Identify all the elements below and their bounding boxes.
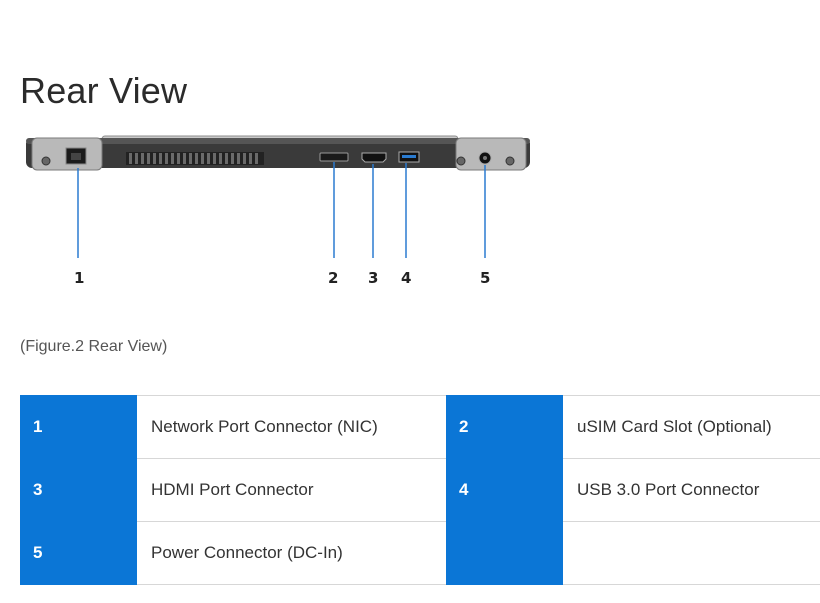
callout-2: 2 — [328, 269, 338, 287]
port-description: uSIM Card Slot (Optional) — [563, 395, 820, 459]
port-description: HDMI Port Connector — [137, 458, 437, 522]
port-number: 3 — [20, 458, 137, 522]
callout-3: 3 — [368, 269, 378, 287]
port-number — [446, 521, 563, 585]
column-gap — [437, 458, 446, 522]
laptop-rear-view-illustration: 1 2 3 4 5 — [26, 135, 530, 287]
table-row: 3 HDMI Port Connector 4 USB 3.0 Port Con… — [20, 458, 820, 522]
callout-1: 1 — [74, 269, 84, 287]
callout-4: 4 — [401, 269, 411, 287]
port-description: Network Port Connector (NIC) — [137, 395, 437, 459]
port-description — [563, 521, 820, 585]
table-row: 5 Power Connector (DC-In) — [20, 521, 820, 585]
port-description: USB 3.0 Port Connector — [563, 458, 820, 522]
port-description: Power Connector (DC-In) — [137, 521, 437, 585]
port-number: 1 — [20, 395, 137, 459]
port-number: 5 — [20, 521, 137, 585]
column-gap — [437, 521, 446, 585]
figure-caption: (Figure.2 Rear View) — [20, 338, 168, 355]
port-number: 4 — [446, 458, 563, 522]
callout-5: 5 — [480, 269, 490, 287]
right-hinge — [455, 137, 527, 171]
vent-grille — [126, 152, 264, 165]
page-title: Rear View — [20, 70, 188, 111]
usim-slot — [319, 152, 349, 162]
table-row: 1 Network Port Connector (NIC) 2 uSIM Ca… — [20, 395, 820, 459]
port-legend-table: 1 Network Port Connector (NIC) 2 uSIM Ca… — [20, 395, 820, 585]
hdmi-port — [361, 152, 387, 163]
column-gap — [437, 395, 446, 459]
port-number: 2 — [446, 395, 563, 459]
